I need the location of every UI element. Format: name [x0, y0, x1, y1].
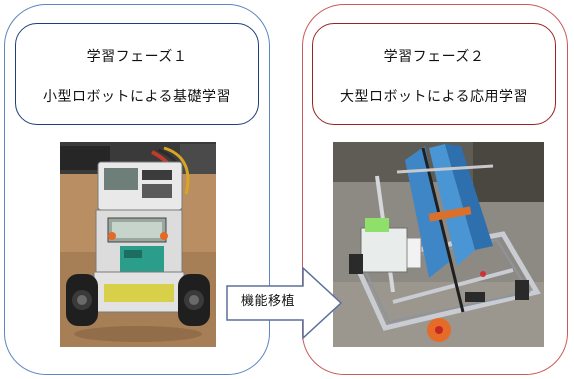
phase1-title-box: 学習フェーズ１ 小型ロボットによる基礎学習	[15, 23, 259, 125]
small-robot-photo	[60, 142, 216, 347]
phase2-description: 大型ロボットによる応用学習	[339, 89, 529, 105]
small-robot-image	[60, 142, 216, 347]
transfer-label: 機能移植	[240, 294, 295, 309]
phase2-title-box: 学習フェーズ２ 大型ロボットによる応用学習	[312, 23, 556, 125]
transfer-arrow	[226, 266, 343, 340]
phase2-label: 学習フェーズ２	[383, 49, 485, 65]
phase1-label: 学習フェーズ１	[86, 49, 188, 65]
large-robot-photo	[333, 142, 544, 347]
right-arrow-icon	[226, 266, 343, 340]
phase1-description: 小型ロボットによる基礎学習	[42, 89, 232, 105]
large-robot-image	[333, 142, 544, 347]
